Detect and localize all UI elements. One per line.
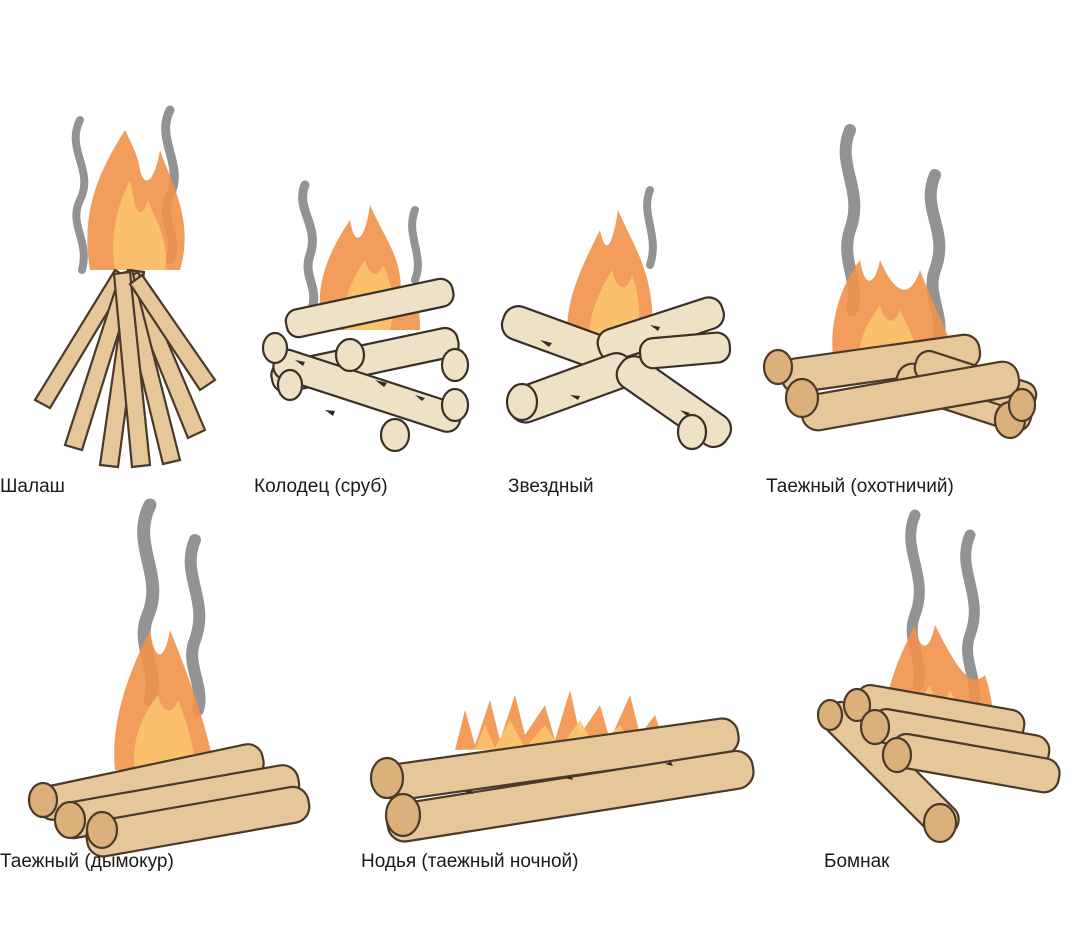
label-nodya: Нодья (таежный ночной) bbox=[361, 851, 579, 872]
label-zvezdny: Звездный bbox=[508, 476, 594, 497]
zvezdny-illustration bbox=[500, 170, 740, 451]
shalash-illustration bbox=[20, 105, 230, 480]
label-kolodets: Колодец (сруб) bbox=[254, 476, 388, 497]
taezhny-dymokur-illustration bbox=[27, 498, 320, 858]
kolodets-illustration bbox=[255, 180, 480, 470]
bomnak-illustration bbox=[815, 509, 1070, 844]
label-taezhny-okhot: Таежный (охотничий) bbox=[766, 476, 954, 497]
label-taezhny-dymokur: Таежный (дымокур) bbox=[0, 851, 174, 872]
taezhny-okhot-illustration bbox=[760, 120, 1050, 460]
nodya-illustration bbox=[365, 680, 760, 843]
label-shalash: Шалаш bbox=[0, 476, 65, 497]
label-bomnak: Бомнак bbox=[824, 851, 890, 872]
